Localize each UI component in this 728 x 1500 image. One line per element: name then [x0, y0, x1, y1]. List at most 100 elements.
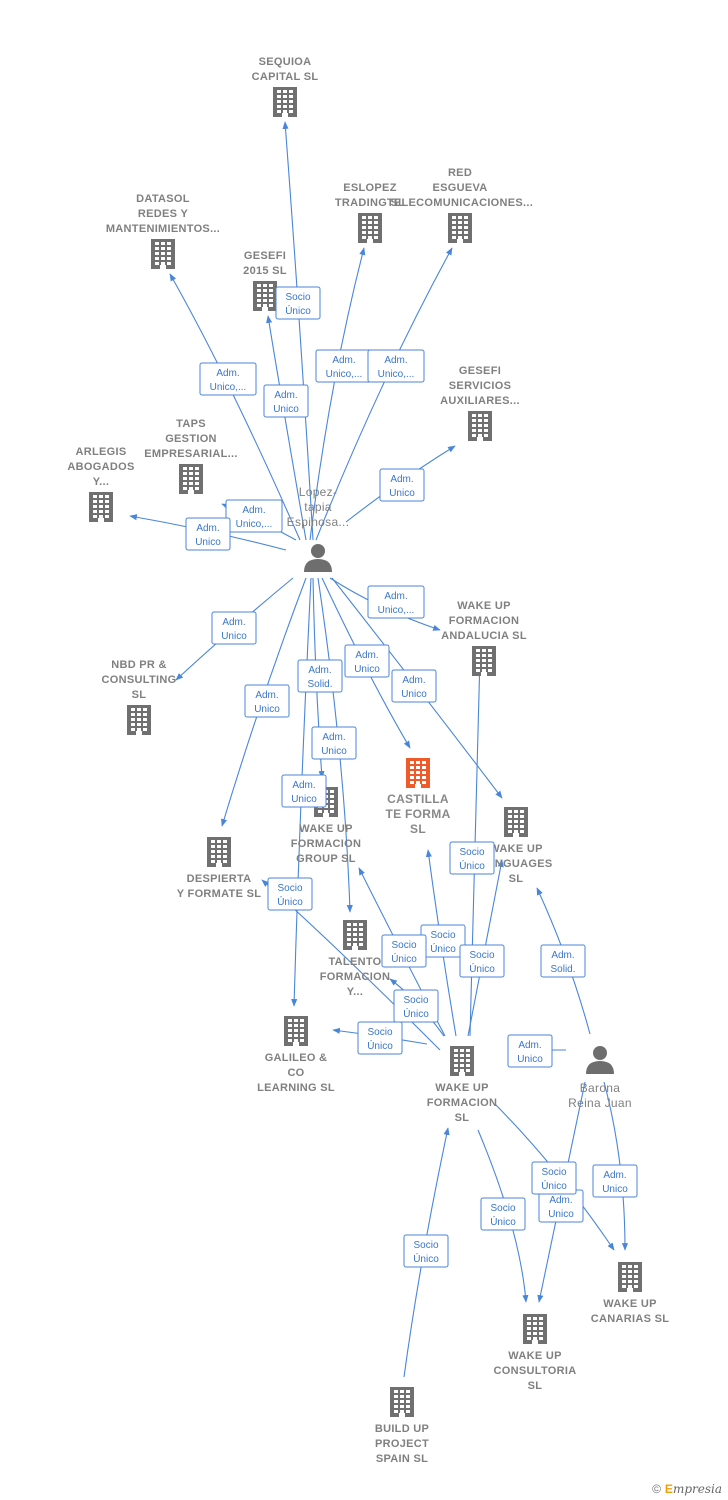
- edge-label-text: Socio: [413, 1240, 438, 1251]
- edge-label[interactable]: Adm.Unico: [211, 611, 257, 645]
- edge-label[interactable]: Adm. Unico: [281, 774, 327, 808]
- edge-label[interactable]: Adm.Solid.: [297, 659, 343, 693]
- edge-label-text: Adm.: [255, 690, 278, 701]
- node-label-line: ESLOPEZ: [343, 182, 396, 194]
- edge-label[interactable]: Adm.Unico: [379, 468, 425, 502]
- brand-name: mpresia: [672, 1482, 722, 1496]
- node-label-line: ANDALUCIA SL: [441, 630, 527, 642]
- edge-labels-layer: SocioÚnicoAdm.Unico,...Adm.UnicoAdm.Unic…: [185, 286, 638, 1268]
- edge-label[interactable]: Adm. Unico: [185, 517, 231, 551]
- edge-label-text: Adm.: [292, 780, 315, 791]
- edge-label-text: Único: [277, 895, 303, 908]
- building-icon: [504, 807, 528, 837]
- building-icon: [448, 213, 472, 243]
- edge-label[interactable]: Adm.Solid.: [540, 944, 586, 978]
- edge-label-box: [311, 726, 357, 760]
- edge-label[interactable]: Adm.Unico,...: [199, 362, 257, 396]
- edge-label-box: [459, 944, 505, 978]
- edge-label[interactable]: Adm.Unico,...: [367, 349, 425, 383]
- edge-label-text: Adm.: [332, 355, 355, 366]
- edge-label-text: Unico: [291, 794, 317, 805]
- footer-brand[interactable]: ©Empresia: [652, 1482, 722, 1496]
- node-label-line: SL: [509, 873, 524, 885]
- building-icon: [468, 411, 492, 441]
- building-icon: [618, 1262, 642, 1292]
- edge-label-text: Adm.: [322, 732, 345, 743]
- node-label-line: SL: [132, 689, 147, 701]
- node-label-line: CAPITAL SL: [252, 71, 319, 83]
- building-icon: [450, 1046, 474, 1076]
- edge-label-box: [403, 1234, 449, 1268]
- building-icon: [127, 705, 151, 735]
- edge-label[interactable]: Adm.Unico,...: [225, 499, 283, 533]
- node-label-line: TELECOMUNICACIONES...: [387, 197, 533, 209]
- node-label-line: GALILEO &: [265, 1052, 328, 1064]
- edge-label[interactable]: Adm.Unico,...: [367, 585, 425, 619]
- node-label-line: AUXILIARES...: [440, 395, 520, 407]
- edge-label-text: Unico: [195, 537, 221, 548]
- edge-label-box: [391, 669, 437, 703]
- edge-label[interactable]: Adm.Unico: [507, 1034, 553, 1068]
- edge-barona-to-wucanarias: [603, 1081, 629, 1251]
- edge-label-text: Socio: [469, 950, 494, 961]
- node-label-line: LANGUAGES: [480, 858, 553, 870]
- building-icon: [406, 758, 430, 788]
- node-label-line: NBD PR &: [111, 659, 167, 671]
- edge-label[interactable]: Adm.Unico,...: [315, 349, 373, 383]
- edge-label[interactable]: Adm.Unico: [592, 1164, 638, 1198]
- edge-label[interactable]: Adm.Unico: [244, 684, 290, 718]
- edge-label[interactable]: Adm.Unico: [311, 726, 357, 760]
- edge-label-text: Unico: [517, 1054, 543, 1065]
- node-label-line: GESEFI: [244, 250, 286, 262]
- edge-label-text: Adm.: [196, 523, 219, 534]
- node-label-line: Espinosa...: [287, 515, 350, 529]
- edge-label[interactable]: Adm.Unico: [344, 644, 390, 678]
- edge-label[interactable]: Adm.Unico: [538, 1189, 584, 1223]
- edge-label-box: [367, 585, 425, 619]
- edge-label[interactable]: Adm.Unico: [263, 384, 309, 418]
- edge-label[interactable]: Adm.Unico: [391, 669, 437, 703]
- node-label-line: GROUP SL: [296, 853, 356, 865]
